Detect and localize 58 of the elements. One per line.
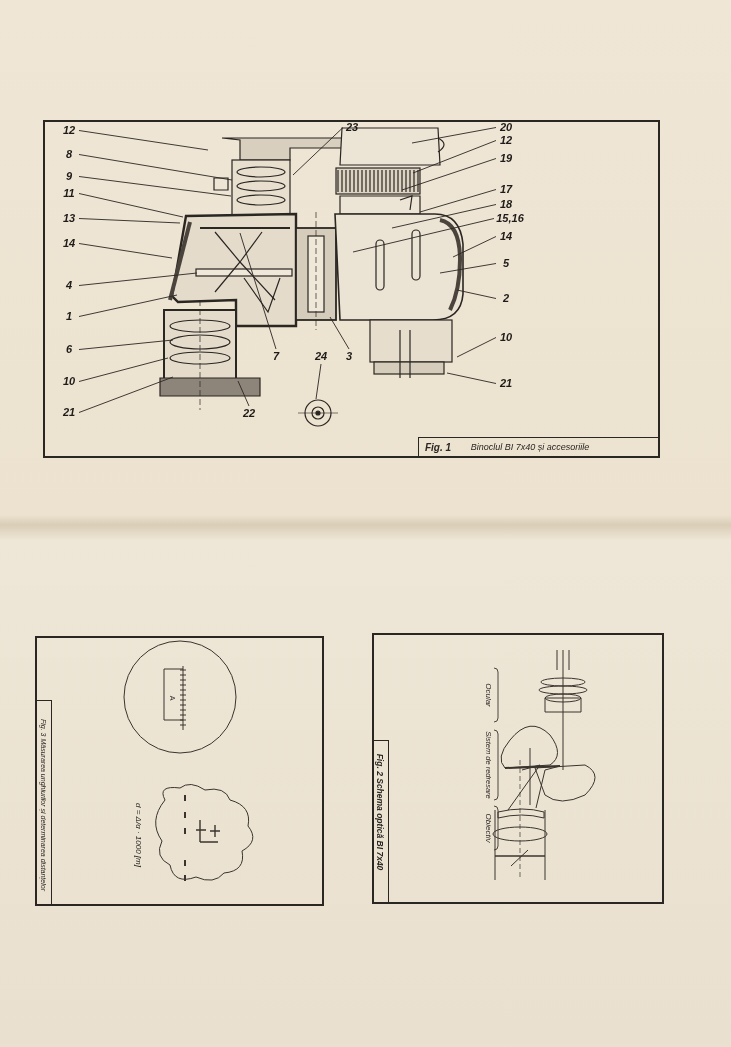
leader-line (78, 294, 178, 317)
callout-number: 14 (60, 237, 78, 250)
leader-line (329, 316, 350, 350)
figure-caption: Binoclul BI 7x40 și accesoriile (470, 442, 590, 452)
leader-line (456, 289, 497, 299)
leader-line (315, 363, 322, 400)
leader-line (78, 376, 174, 413)
leader-line (78, 176, 232, 197)
callout-number: 19 (497, 152, 515, 165)
callout-number: 18 (497, 198, 515, 211)
section-label: Obiectiv (483, 813, 493, 843)
callout-number: 13 (60, 212, 78, 225)
leader-line (401, 158, 497, 191)
callout-number: 20 (497, 121, 515, 134)
callout-number: 23 (344, 121, 360, 134)
leader-line (446, 372, 497, 384)
formula: d = Δ/α · 1000 [m] (133, 803, 143, 867)
callout-number: 15,16 (495, 212, 525, 225)
figure-caption: Fig. 1 (424, 441, 452, 453)
callout-number: 3 (342, 350, 356, 363)
callout-number: 6 (60, 343, 78, 356)
callout-number: 10 (60, 375, 78, 388)
leader-line (352, 218, 495, 253)
callout-number: 22 (240, 407, 258, 420)
leader-line (419, 189, 497, 213)
section-label: Ocular (483, 683, 493, 707)
callout-number: 10 (497, 331, 515, 344)
figure-caption: Fig. 2 Schema optică BI 7x40 (375, 753, 385, 871)
callout-number: 17 (497, 183, 515, 196)
leader-line (78, 339, 174, 350)
callout-number: 1 (60, 310, 78, 323)
callout-number: 5 (497, 257, 515, 270)
callout-number: 24 (313, 350, 329, 363)
callout-number: 21 (60, 406, 78, 419)
leader-line (78, 243, 173, 259)
leader-line (78, 193, 184, 218)
leader-line (439, 263, 497, 274)
leader-line (452, 236, 497, 258)
leader-line (412, 140, 497, 174)
callout-number: 8 (60, 148, 78, 161)
leader-line (456, 337, 497, 358)
leader-line (78, 357, 169, 382)
leader-line (411, 127, 497, 144)
leader-line (78, 130, 209, 151)
callout-number: 4 (60, 279, 78, 292)
leader-line (239, 232, 277, 350)
callout-number: 12 (60, 124, 78, 137)
callout-number: 2 (497, 292, 515, 305)
leader-line (78, 272, 198, 286)
leader-line (78, 154, 233, 181)
callout-number: 21 (497, 377, 515, 390)
callout-number: 12 (497, 134, 515, 147)
callout-number: 9 (60, 170, 78, 183)
callout-number: 7 (269, 350, 283, 363)
leader-line (78, 218, 181, 224)
leader-line (391, 204, 497, 229)
callout-number: 11 (60, 187, 78, 200)
callout-number: 14 (497, 230, 515, 243)
